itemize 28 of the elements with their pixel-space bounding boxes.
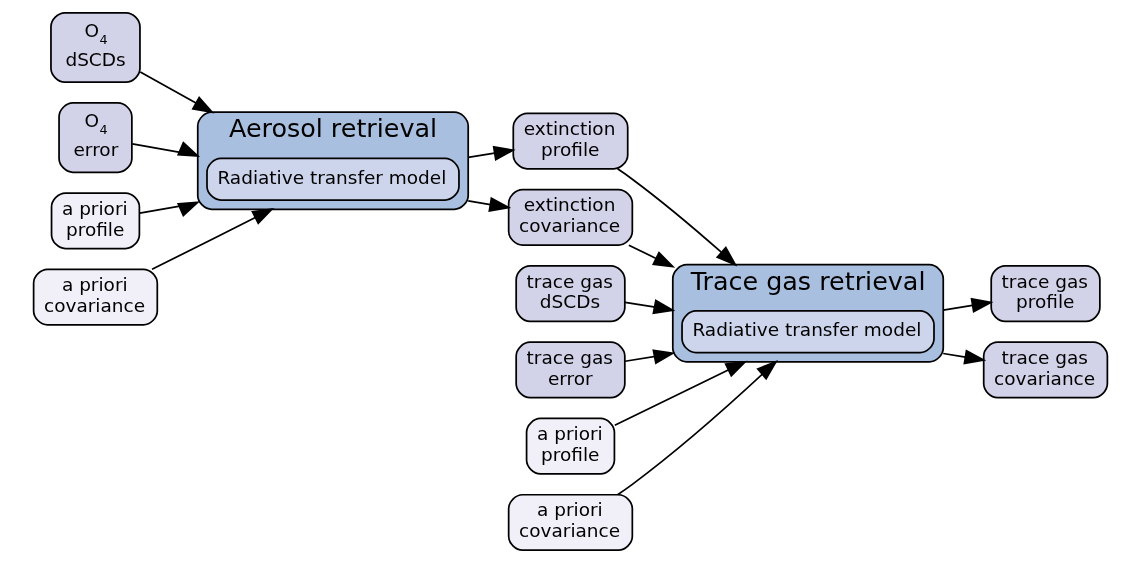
arrow xyxy=(131,141,201,158)
arrow xyxy=(942,349,987,365)
node-box: extinction profile xyxy=(512,112,629,170)
node-box: trace gas covariance xyxy=(982,341,1109,399)
arrow xyxy=(138,201,201,218)
arrow xyxy=(616,360,778,496)
node-box: a priori profile xyxy=(525,417,616,475)
node-box: a priori profile xyxy=(50,192,141,250)
node-box: trace gas error xyxy=(515,341,626,399)
node-box: trace gas dSCDs xyxy=(515,265,626,323)
arrow xyxy=(139,71,215,114)
arrow xyxy=(624,349,676,365)
arrow xyxy=(613,360,748,427)
node-box: Radiative transfer model xyxy=(206,157,460,201)
arrow xyxy=(467,145,516,161)
node-box: extinction covariance xyxy=(507,188,634,246)
arrow xyxy=(467,196,512,212)
arrow xyxy=(628,244,676,268)
node-box: trace gas profile xyxy=(990,265,1101,323)
node-box: O$_{4}$ error xyxy=(58,102,133,174)
arrow xyxy=(942,297,994,313)
arrow xyxy=(616,167,738,267)
arrow xyxy=(624,299,676,315)
node-box: a priori covariance xyxy=(507,493,634,552)
arrow xyxy=(151,208,275,271)
node-box: Radiative transfer model xyxy=(681,310,935,354)
node-box: O$_{4}$ dSCDs xyxy=(50,11,141,83)
node-box: a priori covariance xyxy=(32,268,159,326)
